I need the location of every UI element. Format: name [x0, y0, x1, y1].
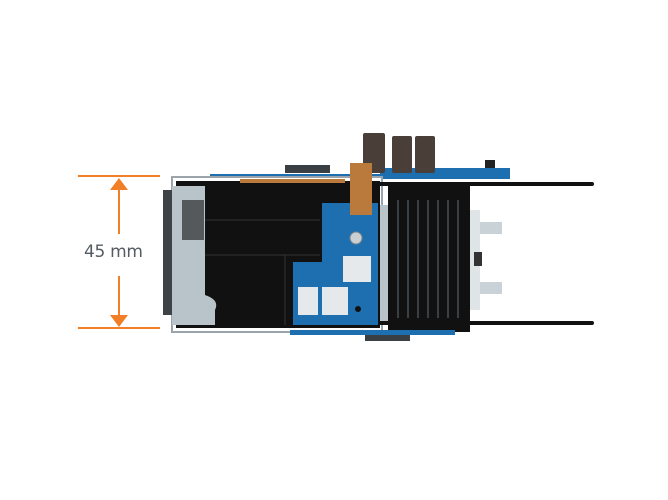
- dimension-top-line: [78, 175, 160, 177]
- dimension-label: 45 mm: [84, 242, 143, 262]
- dimension-bottom-line: [78, 327, 160, 329]
- dimension-lower-shaft: [118, 276, 120, 318]
- arrow-up-icon: [110, 178, 128, 190]
- arrow-down-icon: [110, 315, 128, 327]
- dimension-upper-shaft: [118, 186, 120, 234]
